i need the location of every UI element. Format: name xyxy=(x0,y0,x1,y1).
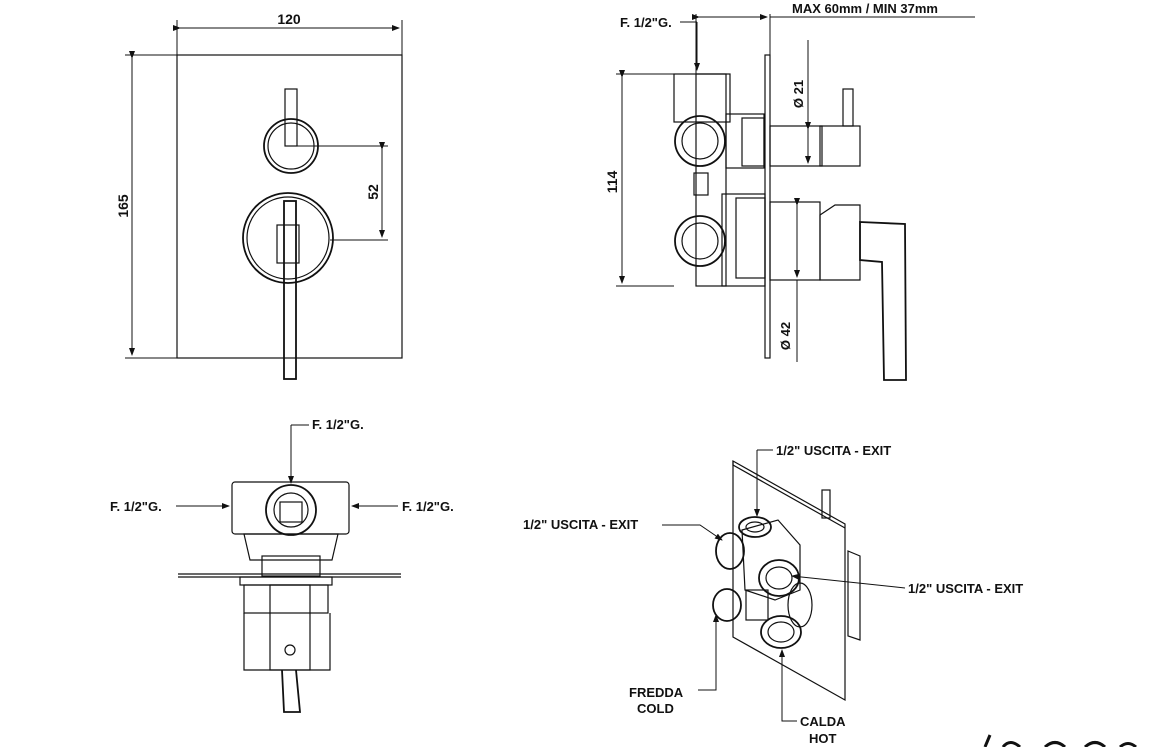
mixer-lever-base xyxy=(276,224,300,264)
valve-body-top xyxy=(673,73,731,123)
label-bottom-top: F. 1/2"G. xyxy=(312,417,364,432)
bottom-inlet-outer xyxy=(265,484,317,536)
bottom-body xyxy=(231,481,350,535)
cover-plate xyxy=(176,54,403,359)
diverter-lever xyxy=(284,88,298,147)
label-hot-it: CALDA xyxy=(800,714,846,729)
label-side-inlet: F. 1/2"G. xyxy=(620,15,672,30)
side-mixer-cap xyxy=(819,204,861,281)
iso-exit-top xyxy=(738,516,772,538)
mixer-rosette-outer xyxy=(242,192,334,284)
label-exit-left: 1/2" USCITA - EXIT xyxy=(523,517,638,532)
side-view: MAX 60mm / MIN 37mm 114 Ø 21 Ø 42 F. 1/2… xyxy=(604,1,975,381)
side-cover-plate xyxy=(764,54,771,359)
dim-large-diameter: Ø 42 xyxy=(778,322,793,350)
label-exit-top: 1/2" USCITA - EXIT xyxy=(776,443,891,458)
mixer-lever xyxy=(283,200,297,380)
label-bottom-left: F. 1/2"G. xyxy=(110,499,162,514)
front-view: 120 165 52 xyxy=(115,11,403,380)
top-outlet-outer xyxy=(674,115,726,167)
brand-mark-partial xyxy=(983,734,1137,747)
check-valve xyxy=(693,172,709,196)
mixer-rosette-inner xyxy=(246,196,330,280)
side-diverter-cap xyxy=(819,125,861,167)
dim-wall-depth: MAX 60mm / MIN 37mm xyxy=(792,1,938,16)
valve-body-mid xyxy=(695,73,727,287)
label-bottom-right: F. 1/2"G. xyxy=(402,499,454,514)
dim-small-diameter: Ø 21 xyxy=(791,80,806,108)
iso-inlet-cold xyxy=(712,588,742,622)
bottom-lever xyxy=(281,669,301,713)
bottom-inlet-inner xyxy=(273,492,309,528)
iso-inlet-hot xyxy=(760,615,802,649)
dim-body-height: 114 xyxy=(604,170,620,193)
top-outlet-inner xyxy=(681,122,719,160)
side-mixer-body xyxy=(769,201,821,281)
side-diverter-stem xyxy=(842,88,854,127)
bottom-inlet-inner xyxy=(681,222,719,260)
label-cold-en: COLD xyxy=(637,701,674,716)
side-diverter-body xyxy=(769,125,823,167)
side-mixer-lever xyxy=(859,221,907,381)
dim-height: 165 xyxy=(115,194,131,218)
iso-exit-left xyxy=(715,532,745,570)
label-hot-en: HOT xyxy=(809,731,837,746)
iso-cover-plate xyxy=(732,459,846,702)
label-exit-right: 1/2" USCITA - EXIT xyxy=(908,581,1023,596)
bottom-view: F. 1/2"G. F. 1/2"G. F. 1/2"G. xyxy=(110,417,454,713)
bottom-inlet-outer xyxy=(674,215,726,267)
dim-width: 120 xyxy=(277,11,301,27)
isometric-view: 1/2" USCITA - EXIT 1/2" USCITA - EXIT 1/… xyxy=(523,443,1023,746)
dim-handle-spacing: 52 xyxy=(365,184,381,200)
label-cold-it: FREDDA xyxy=(629,685,684,700)
